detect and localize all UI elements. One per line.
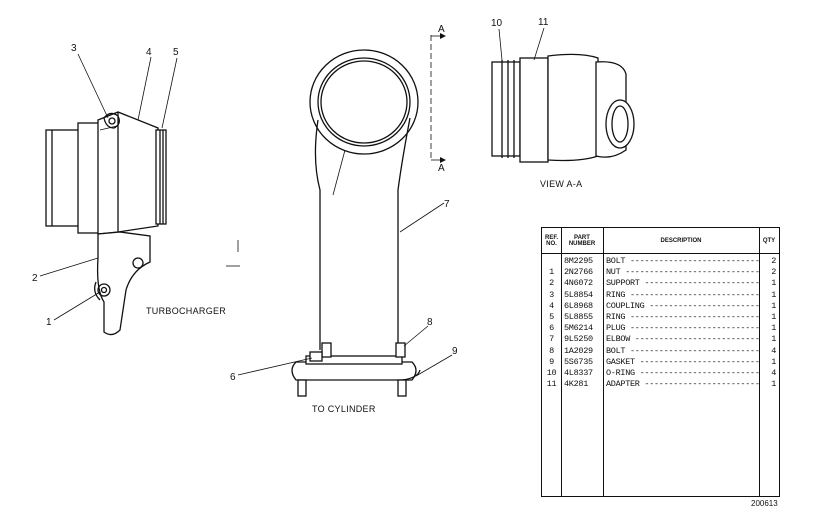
header-description: DESCRIPTION: [660, 237, 702, 244]
table-row: 4 6L8968 COUPLING ------------------------…: [542, 302, 779, 313]
view-a-a-drawing: [491, 53, 635, 163]
qty-cell: 1: [771, 312, 776, 322]
callout-8: 8: [427, 317, 433, 328]
part-number-cell: 5L8855: [564, 312, 593, 322]
table-row: 3 5L8854 RING ----------------------------…: [542, 291, 779, 302]
description-cell: BOLT -----------------------------------…: [606, 257, 761, 266]
description-cell: ELBOW ----------------------------------…: [606, 335, 761, 344]
qty-cell: 1: [771, 300, 776, 311]
part-number-cell: 4K281: [564, 379, 589, 390]
callout-2: 2: [32, 273, 38, 284]
description-cell: SUPPORT --------------------------------…: [606, 279, 761, 288]
parts-table-header: [542, 228, 779, 254]
table-row: 8M2295 BOLT -----------------------------…: [542, 257, 779, 268]
ref-cell: 11: [546, 379, 557, 390]
to-cylinder-caption: TO CYLINDER: [312, 404, 376, 414]
qty-cell: 1: [771, 278, 776, 289]
callout-7: 7: [444, 199, 450, 210]
callout-4: 4: [146, 47, 152, 58]
table-row: 1 2N2766 NUT -----------------------------…: [542, 268, 779, 279]
callout-leaders: [39, 27, 545, 377]
callout-1: 1: [46, 317, 52, 328]
qty-cell: 2: [771, 256, 776, 266]
section-line-a-a: A A: [430, 24, 446, 174]
ref-cell: 4: [549, 300, 554, 311]
description-cell: COUPLING -------------------------------…: [606, 301, 761, 311]
ref-cell: 9: [549, 356, 554, 367]
table-row: 7 9L5250 ELBOW ---------------------------…: [542, 335, 779, 346]
part-column-divider: [603, 228, 604, 496]
callout-9: 9: [452, 346, 458, 357]
description-cell: GASKET ---------------------------------…: [606, 357, 761, 367]
part-number-cell: 4N6072: [564, 278, 593, 289]
ref-cell: 6: [549, 323, 554, 334]
table-row: 2 4N6072 SUPPORT -------------------------…: [542, 279, 779, 290]
qty-cell: 1: [771, 356, 776, 367]
elbow-assembly: [291, 49, 421, 397]
turbocharger-coupling-assembly: [45, 111, 240, 336]
header-part-number: PART NUMBER: [568, 234, 596, 247]
part-number-cell: 2N2766: [564, 267, 593, 278]
table-row: 6 5M6214 PLUG ----------------------------…: [542, 324, 779, 335]
table-row: 11 4K281 ADAPTER -------------------------…: [542, 380, 779, 391]
description-cell: PLUG -----------------------------------…: [606, 324, 761, 333]
figure-number: 200613: [751, 499, 778, 508]
callout-11: 11: [538, 17, 549, 28]
qty-cell: 1: [771, 289, 776, 300]
turbocharger-caption: TURBOCHARGER: [146, 306, 226, 316]
parts-list-table: REF. NO. PART NUMBER DESCRIPTION QTY 8M2…: [541, 227, 780, 497]
ref-cell: 2: [549, 278, 554, 289]
description-cell: NUT ------------------------------------…: [606, 268, 761, 277]
table-row: 5 5L8855 RING ----------------------------…: [542, 313, 779, 324]
ref-cell: 5: [549, 312, 554, 322]
ref-cell: 8: [549, 345, 554, 356]
ref-cell: 1: [549, 267, 554, 278]
callout-3: 3: [71, 43, 77, 54]
ref-column-divider: [561, 228, 562, 496]
header-qty: QTY: [762, 237, 776, 244]
ref-cell: 10: [546, 368, 557, 378]
part-number-cell: 1A2029: [564, 345, 593, 356]
ref-cell: 7: [549, 334, 554, 345]
table-row: 10 4L8337 O-RING -------------------------…: [542, 369, 779, 380]
part-number-cell: 5M6214: [564, 323, 593, 334]
part-number-cell: 4L8337: [564, 368, 593, 378]
qty-cell: 1: [771, 379, 776, 390]
qty-cell: 4: [771, 345, 776, 356]
part-number-cell: 5L8854: [564, 289, 593, 300]
qty-cell: 2: [771, 267, 776, 278]
part-number-cell: 9L5250: [564, 334, 593, 345]
qty-cell: 4: [771, 368, 776, 378]
section-mark-a-bottom: A: [438, 163, 445, 174]
part-number-cell: 8M2295: [564, 256, 593, 266]
desc-column-divider: [759, 228, 760, 496]
part-number-cell: 5S6735: [564, 356, 593, 367]
ref-cell: 3: [549, 289, 554, 300]
qty-cell: 1: [771, 323, 776, 334]
description-cell: O-RING ---------------------------------…: [606, 369, 761, 378]
table-row: 9 5S6735 GASKET --------------------------…: [542, 358, 779, 369]
description-cell: RING -----------------------------------…: [606, 313, 761, 322]
header-ref-no: REF. NO.: [544, 234, 558, 247]
callout-10: 10: [491, 18, 503, 29]
section-mark-a-top: A: [438, 24, 445, 35]
description-cell: ADAPTER --------------------------------…: [606, 380, 761, 389]
qty-cell: 1: [771, 334, 776, 345]
description-cell: RING -----------------------------------…: [606, 290, 761, 300]
callout-5: 5: [173, 47, 179, 58]
part-number-cell: 6L8968: [564, 300, 593, 311]
table-row: 8 1A2029 BOLT ----------------------------…: [542, 347, 779, 358]
view-a-a-caption: VIEW A-A: [540, 179, 582, 189]
description-cell: BOLT -----------------------------------…: [606, 346, 761, 356]
callout-6: 6: [230, 372, 236, 383]
